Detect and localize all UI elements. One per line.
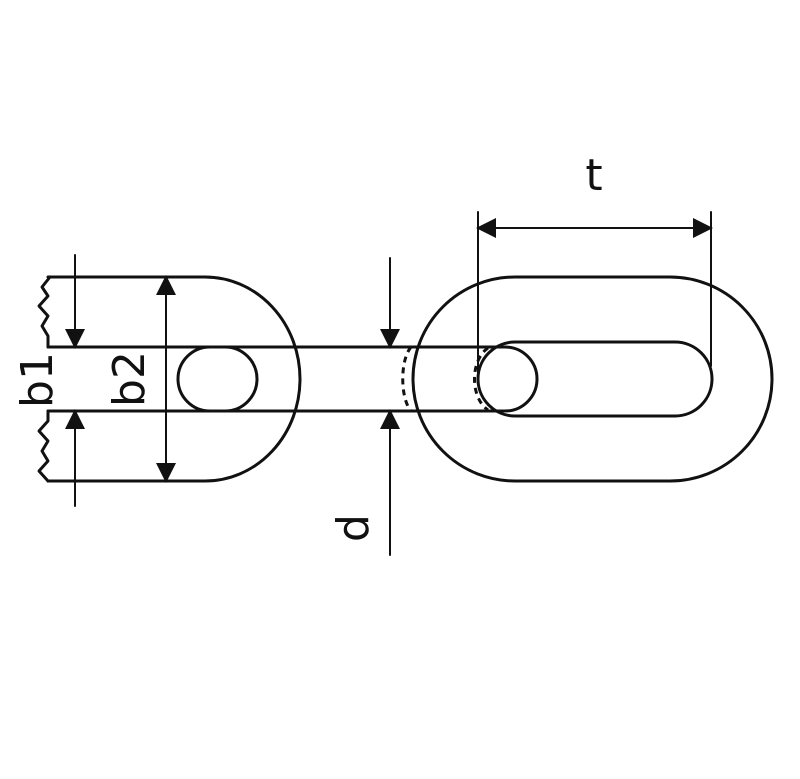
label-d: d — [328, 514, 379, 542]
right-link-hidden-circle-left — [473, 346, 489, 412]
middle-link-hidden-curve — [401, 346, 413, 412]
right-chain-link — [411, 275, 774, 483]
dimension-d: d — [328, 257, 400, 556]
label-b2: b2 — [104, 351, 155, 407]
dimension-b1: b1 — [12, 254, 85, 507]
left-chain-link — [37, 275, 302, 483]
dimension-t: t — [476, 150, 713, 376]
dimension-b2: b2 — [104, 275, 176, 483]
left-link-break-bottom — [37, 409, 50, 483]
left-link-break-top — [37, 275, 52, 349]
right-link-inner-contour — [476, 340, 714, 418]
middle-chain-link — [176, 345, 539, 413]
label-b1: b1 — [12, 352, 63, 408]
left-link-inner-contour — [46, 345, 259, 413]
label-t: t — [585, 150, 602, 201]
left-link-outer-contour — [46, 275, 302, 483]
middle-link-body — [176, 345, 539, 413]
right-link-outer-contour — [411, 275, 774, 483]
